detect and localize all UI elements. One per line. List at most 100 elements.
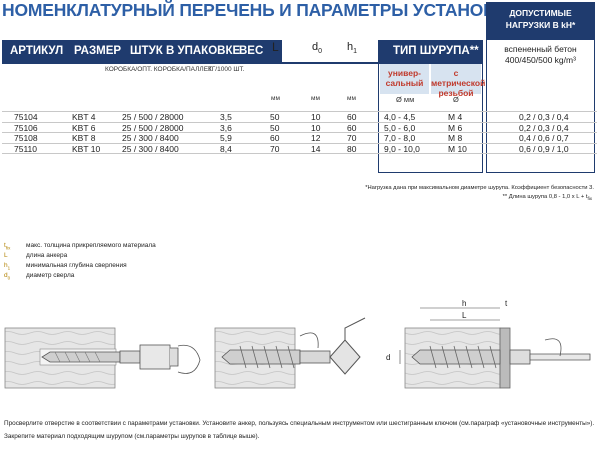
col-article: АРТИКУЛ	[10, 45, 64, 57]
anchor-setting-panel	[214, 317, 366, 389]
unit-universal: Ø мм	[396, 95, 415, 104]
loads-subheader: вспененный бетон 400/450/500 kg/m³	[488, 44, 593, 66]
cell-article: 75110	[14, 143, 38, 154]
cell-d0: 10	[311, 122, 321, 133]
pack-detail: КОРОБКА/ОПТ. КОРОБКА/ПАЛЛЕТ	[105, 66, 212, 73]
dim-h1: h	[462, 299, 466, 308]
cell-universal: 4,0 - 4,5	[384, 112, 416, 122]
col-screw-type: ТИП ШУРУПА**	[393, 45, 479, 57]
table-header-screw: ТИП ШУРУПА**	[378, 40, 483, 63]
loads-header-line1: ДОПУСТИМЫЕ	[509, 8, 572, 18]
cell-h1: 60	[347, 112, 357, 122]
legend-symbol: L	[4, 252, 8, 260]
fixture-panel: h L t d	[386, 299, 591, 389]
legend-symbol-sub: 1	[7, 265, 11, 271]
cell-metric: M 4	[448, 112, 463, 122]
cell-loads: 0,2 / 0,3 / 0,4	[519, 112, 569, 122]
col-d0: d0	[312, 41, 322, 55]
cell-weight: 3,5	[220, 112, 232, 122]
cell-L: 60	[270, 133, 280, 143]
cell-d0: 10	[311, 112, 321, 122]
cell-size: KBT 8	[72, 133, 96, 143]
cell-universal: 7,0 - 8,0	[384, 133, 416, 143]
row-divider	[2, 142, 597, 144]
legend-symbol-sub: 0	[7, 275, 11, 281]
legend-text: макс. толщина прикрепляемого материала	[26, 242, 156, 249]
legend-symbol-base: h	[4, 262, 8, 269]
footnote-1: *Нагрузка дана при максимальном диаметре…	[365, 185, 594, 191]
legend-symbol-base: t	[4, 242, 6, 249]
installation-diagram: h L t d	[4, 299, 591, 389]
cell-pack: 25 / 300 / 8400	[122, 143, 179, 154]
cell-d0: 12	[311, 133, 321, 143]
cell-pack: 25 / 300 / 8400	[122, 133, 179, 143]
cell-pack: 25 / 500 / 28000	[122, 112, 184, 122]
unit-h1: мм	[347, 95, 356, 102]
cell-metric: M 10	[448, 143, 467, 154]
screw-universal-header: универ-сальный	[380, 64, 429, 94]
cell-weight: 8,4	[220, 143, 232, 154]
dim-t: t	[505, 299, 508, 308]
col-d0-sub: 0	[318, 48, 323, 56]
col-pack: ШТУК В УПАКОВКЕ	[130, 45, 241, 57]
loads-header-line2: НАГРУЗКИ В kH*	[505, 20, 576, 30]
col-L: L	[272, 40, 279, 54]
footnote-2-text: ** Длина шурупа 0,8 - 1,0 x L + t	[502, 194, 588, 200]
loads-concrete: вспененный бетон	[504, 44, 577, 54]
unit-L: мм	[271, 95, 280, 102]
cell-weight: 3,6	[220, 122, 232, 133]
cell-d0: 14	[311, 143, 321, 154]
instruction-line-1: Просверлите отверстие в соответствии с п…	[4, 420, 595, 427]
instruction-line-2: Закрепите материал подходящим шурупом (с…	[4, 433, 260, 440]
cell-size: KBT 6	[72, 122, 96, 133]
cell-universal: 5,0 - 6,0	[384, 122, 416, 133]
screw-metric-header: с метрической резьбой	[431, 64, 485, 98]
cell-size: KBT 10	[72, 143, 101, 154]
legend-text: минимальная глубина сверления	[26, 262, 127, 269]
screw-metric-label: с метрической резьбой	[431, 68, 486, 98]
legend-symbol: tfix	[4, 242, 10, 250]
dim-d0: d	[386, 353, 390, 362]
legend-symbol: h1	[4, 262, 10, 270]
page-title: НОМЕНКЛАТУРНЫЙ ПЕРЕЧЕНЬ И ПАРАМЕТРЫ УСТА…	[2, 0, 519, 20]
col-size: РАЗМЕР	[74, 45, 122, 57]
footnote-2: ** Длина шурупа 0,8 - 1,0 x L + tfix	[502, 194, 592, 202]
unit-metric: Ø	[453, 95, 459, 104]
row-divider	[2, 121, 597, 123]
cell-L: 50	[270, 112, 280, 122]
cell-L: 50	[270, 122, 280, 133]
legend-symbol-sub: fix	[5, 245, 11, 251]
col-d0-base: d	[312, 41, 319, 53]
screw-universal-label: универ-сальный	[385, 68, 424, 88]
legend-text: длина анкера	[26, 252, 68, 259]
row-divider	[2, 153, 597, 154]
loads-density: 400/450/500 kg/m³	[505, 55, 576, 65]
cell-universal: 9,0 - 10,0	[384, 143, 420, 154]
cell-article: 75104	[14, 112, 38, 122]
col-weight: ВЕС	[239, 45, 264, 57]
weight-detail: КГ/1000 ШТ.	[208, 66, 245, 73]
table-header-left: АРТИКУЛ РАЗМЕР ШТУК В УПАКОВКЕ ВЕС	[2, 40, 282, 63]
col-h1-sub: 1	[353, 48, 358, 56]
row-divider	[2, 132, 597, 133]
drilling-panel	[4, 327, 201, 389]
cell-pack: 25 / 500 / 28000	[122, 122, 184, 133]
cell-metric: M 6	[448, 122, 463, 133]
header-underline	[282, 62, 378, 63]
cell-weight: 5,9	[220, 133, 232, 143]
cell-h1: 70	[347, 133, 357, 143]
cell-L: 70	[270, 143, 280, 154]
legend-text: диаметр сверла	[26, 272, 75, 279]
cell-article: 75106	[14, 122, 38, 133]
cell-article: 75108	[14, 133, 38, 143]
legend-symbol-base: L	[4, 252, 8, 259]
cell-loads: 0,4 / 0,6 / 0,7	[519, 133, 569, 143]
header-rule	[2, 63, 483, 64]
legend-symbol-base: d	[4, 272, 8, 279]
row-divider	[2, 111, 597, 112]
legend-symbol: d0	[4, 272, 10, 280]
col-h1: h1	[347, 41, 357, 55]
cell-loads: 0,6 / 0,9 / 1,0	[519, 143, 569, 154]
cell-metric: M 8	[448, 133, 463, 143]
col-h1-base: h	[347, 41, 354, 53]
